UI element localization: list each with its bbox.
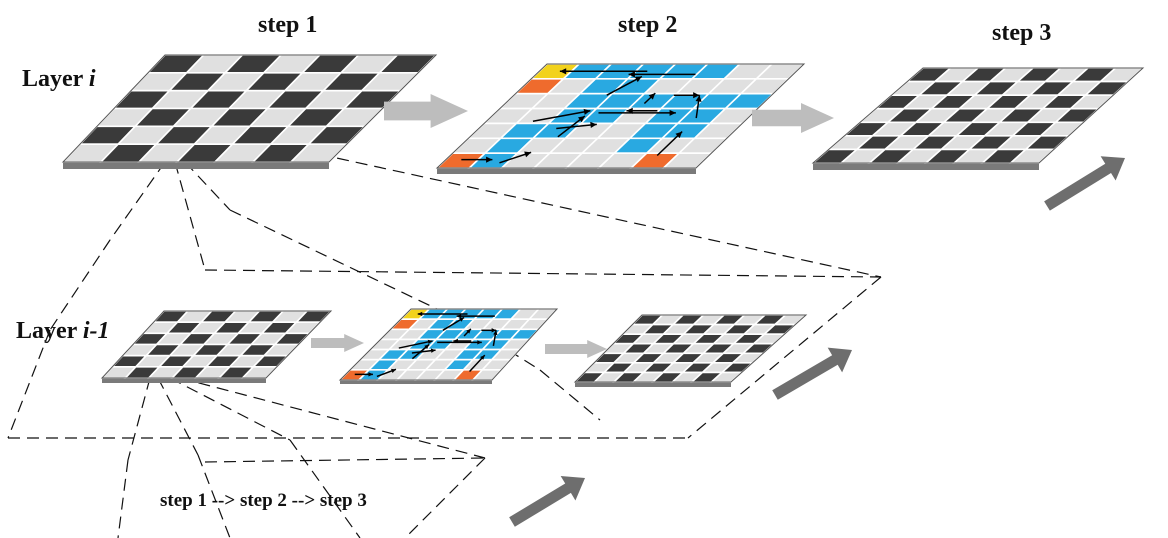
dashed-projection-line xyxy=(169,377,291,441)
block-arrow-right-icon xyxy=(311,334,364,352)
dashed-projection-line xyxy=(229,209,461,321)
board-edge xyxy=(63,162,329,169)
small-black-arrow-icon xyxy=(626,107,633,114)
small-black-arrow-icon xyxy=(634,76,642,83)
arrows xyxy=(311,94,1125,527)
dashed-projection-line xyxy=(49,239,111,331)
board-layer-i-step2 xyxy=(434,63,806,174)
dashed-projection-line xyxy=(539,369,601,421)
block-arrow-right-icon xyxy=(545,340,607,358)
board-edge xyxy=(813,163,1039,170)
small-black-arrow-icon xyxy=(427,339,433,345)
path-arrow-line xyxy=(398,340,433,349)
dashed-projection-line xyxy=(157,377,199,456)
small-black-arrow-icon xyxy=(669,109,676,116)
dashed-projection-line xyxy=(127,377,151,461)
small-black-arrow-icon xyxy=(391,368,396,373)
layer-i-index: i xyxy=(88,66,96,92)
layer-i-label: Layer i xyxy=(22,66,96,93)
small-black-arrow-icon xyxy=(417,311,423,317)
small-black-arrow-icon xyxy=(453,338,458,344)
small-black-arrow-icon xyxy=(466,328,471,334)
board-edge xyxy=(102,378,266,383)
small-black-arrow-icon xyxy=(590,121,597,128)
layer-i-1-label: Layer i-1 xyxy=(16,318,110,345)
dashed-projection-line xyxy=(109,161,166,241)
board-outline xyxy=(435,63,806,169)
small-black-arrow-icon xyxy=(583,108,591,115)
small-black-arrow-icon xyxy=(578,116,585,123)
dashed-projection-line xyxy=(184,161,231,211)
small-black-arrow-icon xyxy=(628,71,635,78)
grid-boards xyxy=(61,54,1146,387)
layer-i-1-prefix: Layer xyxy=(16,318,83,344)
small-black-arrow-icon xyxy=(693,92,700,99)
dashed-projection-line xyxy=(204,269,882,278)
small-black-arrow-icon xyxy=(424,344,430,350)
dashed-projection-line xyxy=(204,457,486,463)
small-black-arrow-icon xyxy=(695,95,702,102)
dashed-projection-line xyxy=(687,276,882,439)
block-arrow-right-icon xyxy=(384,94,468,128)
small-black-arrow-icon xyxy=(368,372,373,377)
board-layer-i-step1 xyxy=(61,54,438,169)
small-black-arrow-icon xyxy=(480,355,485,360)
board-outline xyxy=(811,67,1145,164)
board-edge xyxy=(340,380,492,384)
diagonal-arrow-up-right-icon xyxy=(772,347,852,400)
small-black-arrow-icon xyxy=(456,313,462,319)
dashed-projection-line xyxy=(179,377,486,459)
board-layer-i-1-step2 xyxy=(338,308,559,384)
layer-i-1-index: i-1 xyxy=(82,318,110,344)
path-arrow-line xyxy=(606,75,643,96)
board-edge xyxy=(437,168,696,174)
step2-header: step 2 xyxy=(618,12,678,38)
board-layer-i-1-step1 xyxy=(100,310,333,383)
board-layer-i-step3 xyxy=(810,67,1146,170)
board-layer-i-1-step3 xyxy=(573,314,809,387)
small-black-arrow-icon xyxy=(524,151,532,158)
board-edge xyxy=(575,382,731,387)
small-black-arrow-icon xyxy=(675,131,683,139)
path-arrow-line xyxy=(532,110,591,122)
diagonal-arrow-up-right-icon xyxy=(1044,156,1125,211)
small-black-arrow-icon xyxy=(493,330,498,336)
dashed-projection-line xyxy=(7,329,51,439)
diagonal-arrow-up-right-icon xyxy=(509,475,585,527)
dashed-projection-line xyxy=(117,459,129,538)
dashed-projection-line xyxy=(299,149,882,278)
small-black-arrow-icon xyxy=(459,317,465,322)
board-outline xyxy=(61,54,438,163)
small-black-arrow-icon xyxy=(491,328,497,333)
dashed-projection-line xyxy=(197,454,231,538)
board-outline xyxy=(100,310,333,379)
dashed-projection-line xyxy=(404,457,486,538)
small-black-arrow-icon xyxy=(430,348,436,353)
flow-caption: step 1 --> step 2 --> step 3 xyxy=(160,490,367,511)
small-black-arrow-icon xyxy=(486,156,493,163)
small-black-arrow-icon xyxy=(477,340,482,345)
board-outline xyxy=(338,308,559,381)
layer-i-prefix: Layer xyxy=(22,66,89,92)
step3-header: step 3 xyxy=(992,20,1052,46)
step1-header: step 1 xyxy=(258,12,318,38)
block-arrow-right-icon xyxy=(752,103,834,133)
board-outline xyxy=(573,314,808,383)
path-arrow-line xyxy=(556,123,597,130)
small-black-arrow-icon xyxy=(648,93,656,100)
dashed-projection-line xyxy=(289,439,361,538)
small-black-arrow-icon xyxy=(559,68,567,75)
